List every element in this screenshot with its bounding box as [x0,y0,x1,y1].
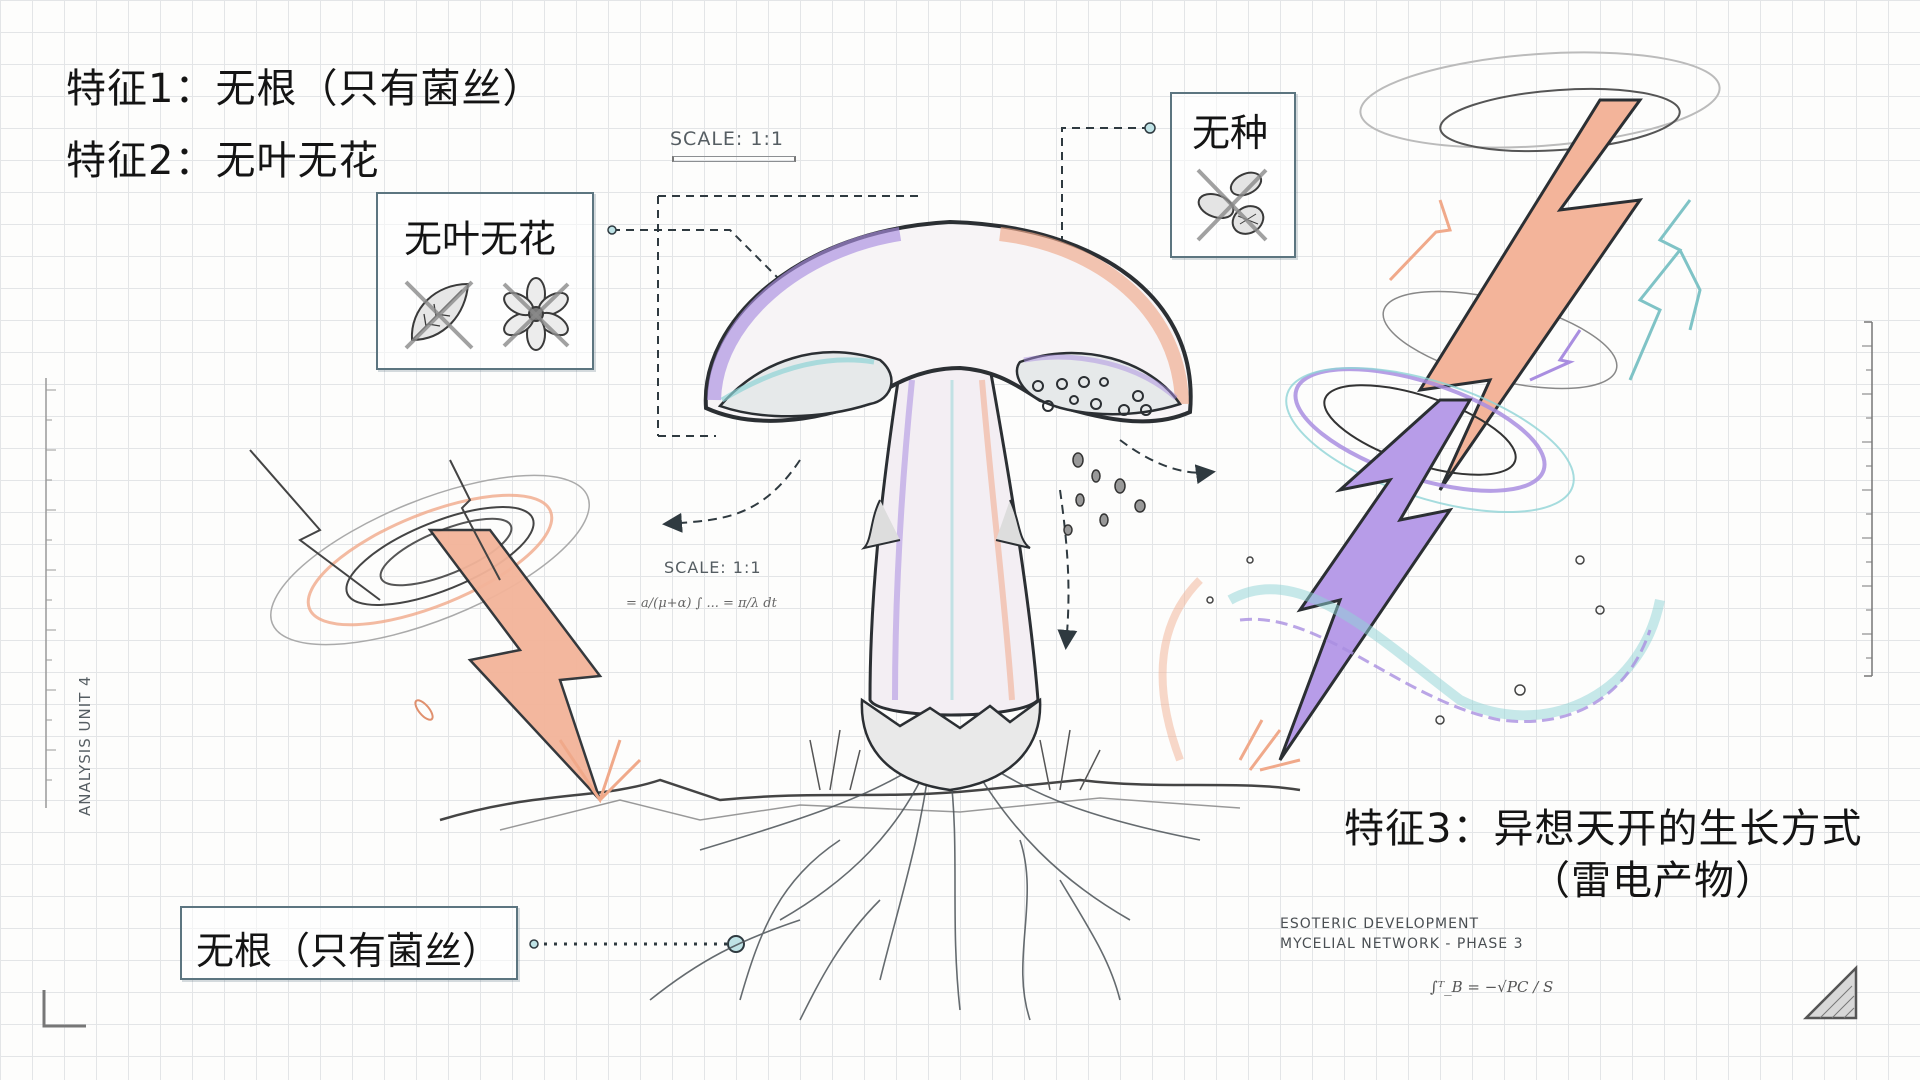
formula-mid: = a/(μ+α) ∫ ... = π/λ dt [626,596,777,611]
callout-no-root: 无根（只有菌丝） [180,906,518,980]
tech-note-line-2: MYCELIAL NETWORK - PHASE 3 [1280,936,1524,952]
feature-3-subheading: （雷电产物） [1530,858,1776,904]
corner-triangle-bottom-right [1802,964,1858,1020]
feature-1-heading: 特征1：无根（只有菌丝） [66,66,544,112]
corner-mark-bottom-left [42,990,86,1028]
right-lightning [1158,51,1721,772]
right-ruler [1862,321,1873,677]
feature-3-heading: 特征3：异想天开的生长方式 [1344,806,1863,852]
crossed-leaf-icon [404,280,474,350]
mushroom-cap [703,219,1193,424]
callout-no-leaf-no-flower: 无叶无花 [376,192,594,370]
crossed-seeds-icon [1196,168,1268,242]
scale-bar [672,156,796,162]
scale-label-top: SCALE: 1:1 [670,128,784,150]
callout-title: 无种 [1192,111,1269,155]
callout-title: 无叶无花 [404,217,557,261]
scale-label-mid: SCALE: 1:1 [664,558,762,577]
callout-no-seed: 无种 [1170,92,1296,258]
feature-2-heading: 特征2：无叶无花 [66,138,380,184]
left-ruler [45,378,56,808]
mushroom-stem [860,366,1042,792]
crossed-flower-icon [502,277,570,351]
tech-note-line-1: ESOTERIC DEVELOPMENT [1280,916,1479,932]
formula-bottom: ∫ᵀ_B = −√PC / S [1430,978,1554,996]
left-lightning [249,449,642,804]
callout-title: 无根（只有菌丝） [196,929,501,973]
